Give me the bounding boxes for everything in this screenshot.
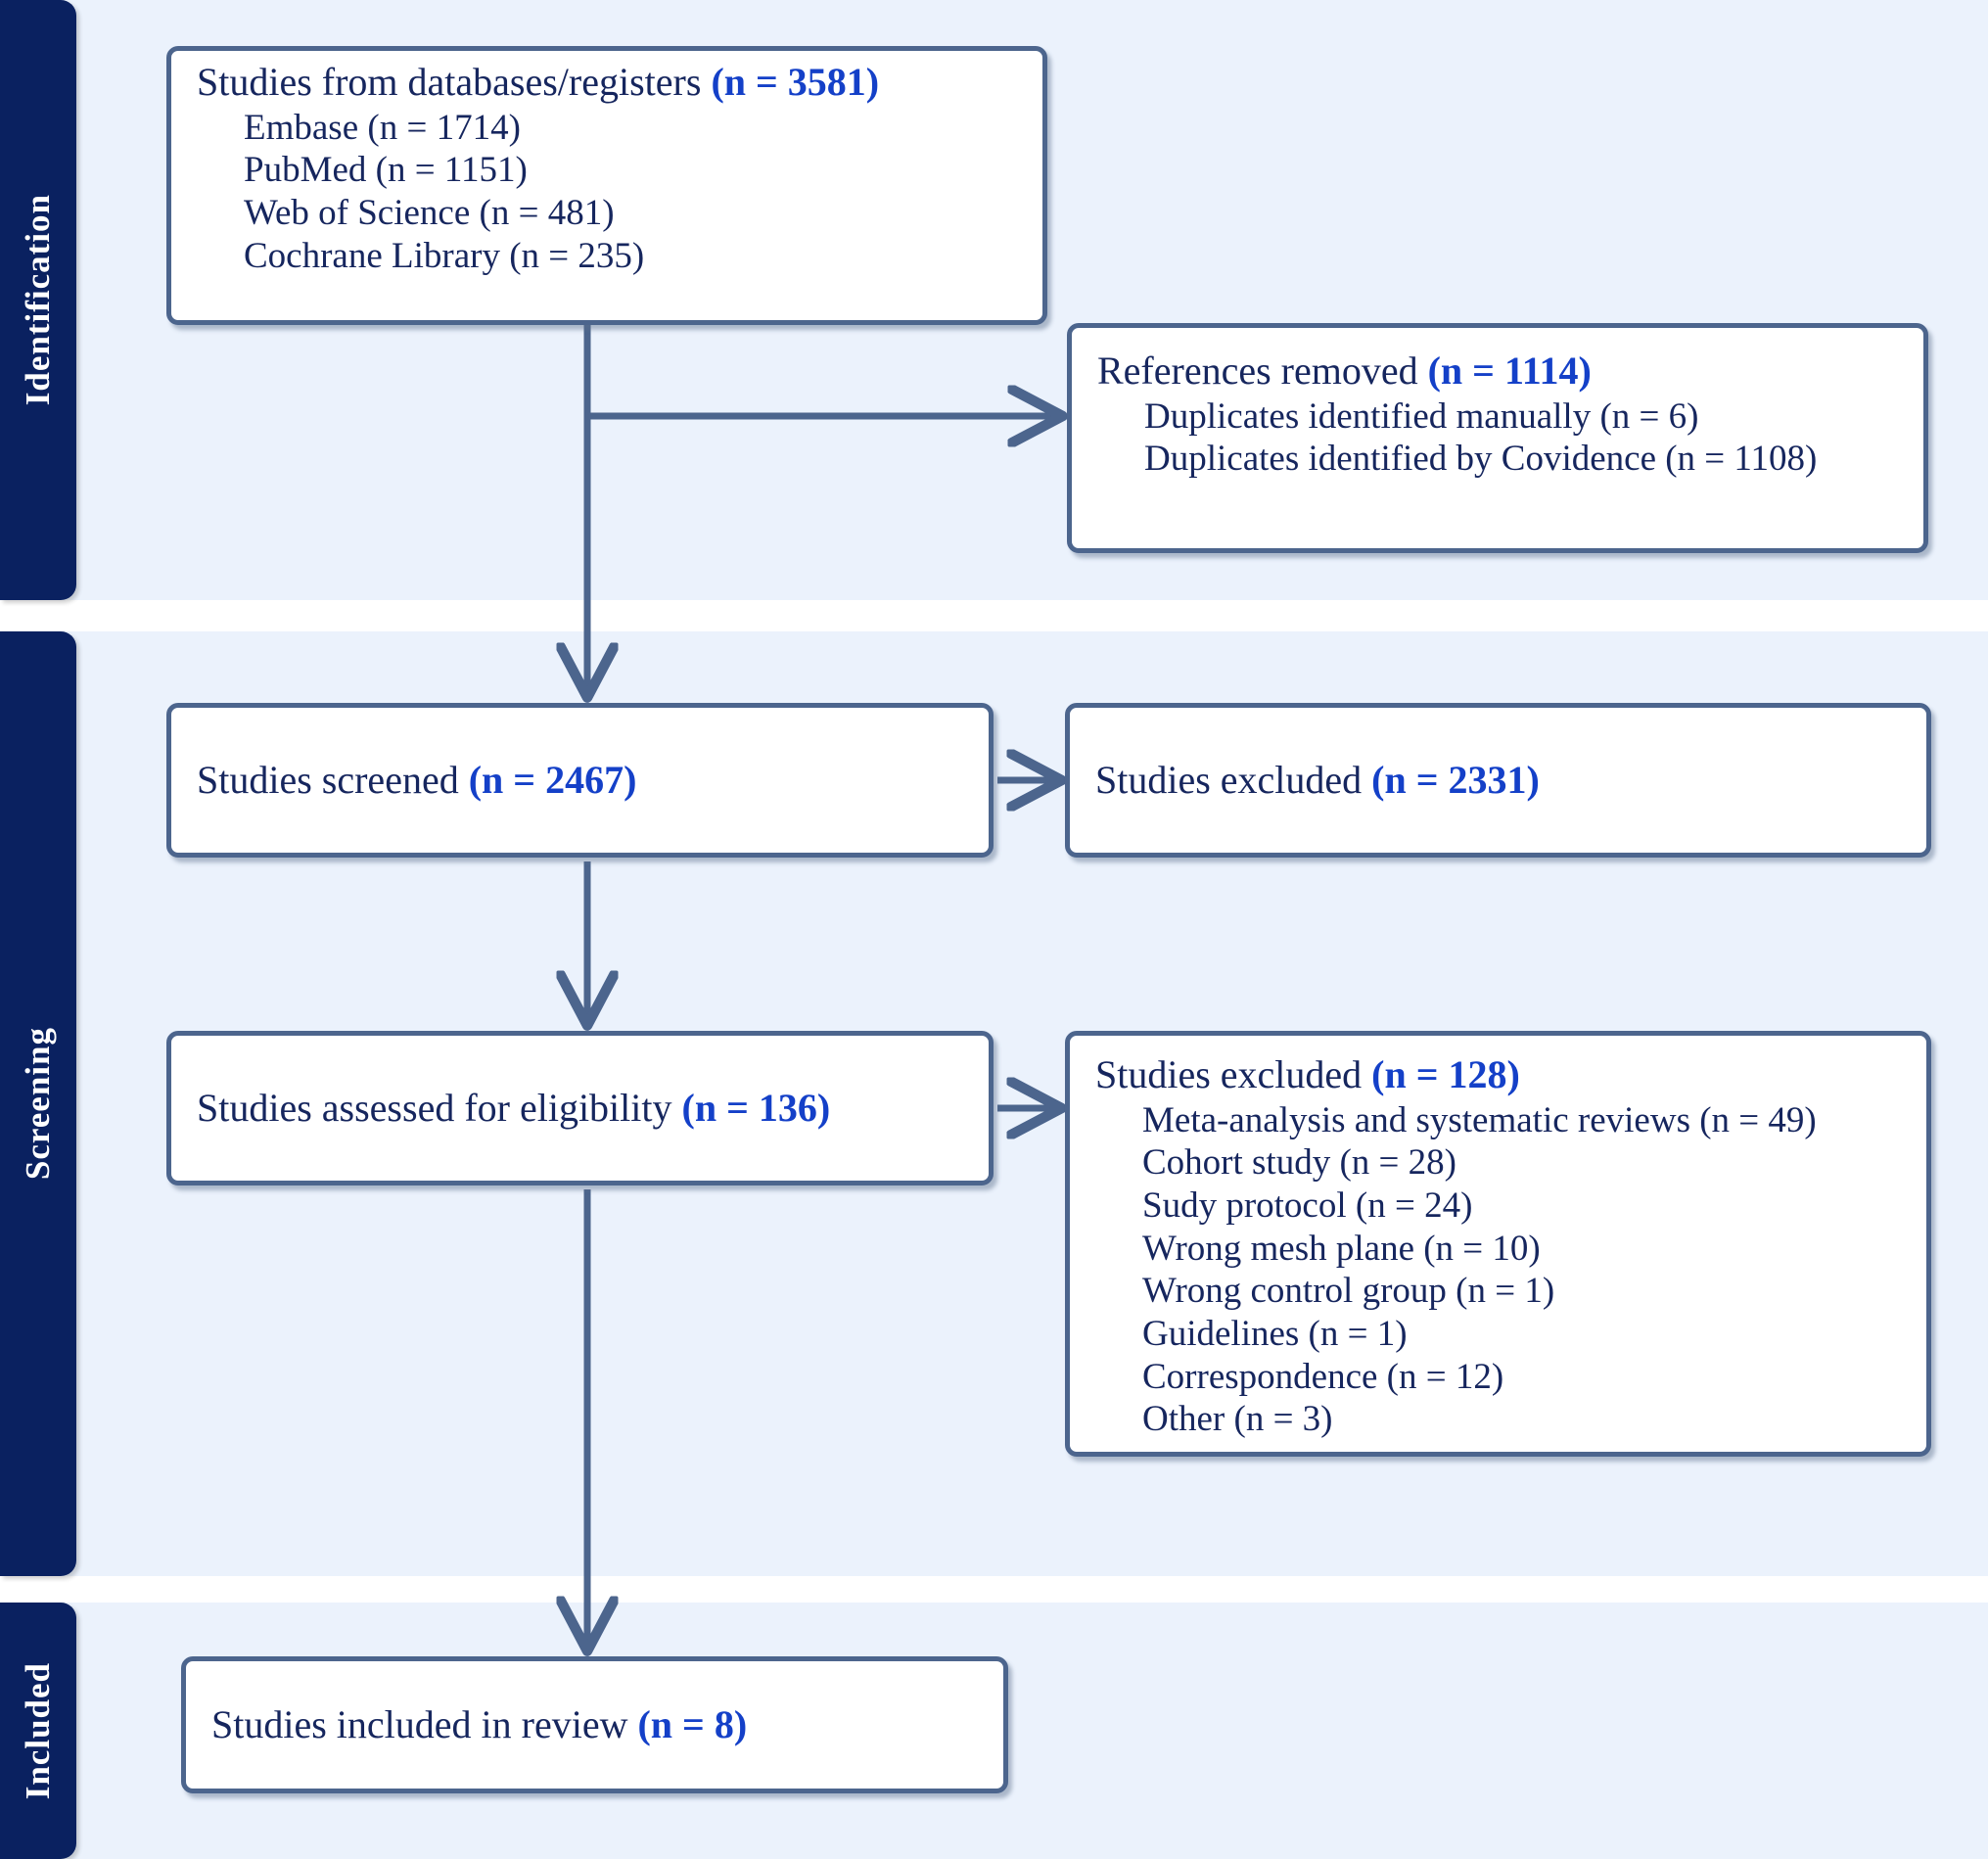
box-studies-from-databases-title: Studies from databases/registers (n = 35… — [171, 60, 1042, 105]
box-studies-excluded-screening: Studies excluded (n = 2331) — [1065, 703, 1931, 858]
list-item: Web of Science (n = 481) — [244, 193, 615, 234]
box-studies-excluded-eligibility: Studies excluded (n = 128) Meta-analysis… — [1065, 1031, 1931, 1457]
list-item: Wrong control group (n = 1) — [1142, 1271, 1555, 1312]
box-title-text: Studies from databases/registers — [197, 60, 712, 104]
box-title-count: (n = 2331) — [1371, 757, 1540, 802]
box-title-text: Studies included in review — [211, 1701, 638, 1746]
box-references-removed-title: References removed (n = 1114) — [1072, 349, 1923, 394]
list-item: Wrong mesh plane (n = 10) — [1142, 1228, 1541, 1269]
box-title-count: (n = 1114) — [1427, 349, 1592, 393]
list-item: Duplicates identified manually (n = 6) — [1144, 395, 1699, 437]
box-title-text: Studies assessed for eligibility — [197, 1085, 682, 1130]
list-item: Embase (n = 1714) — [244, 107, 521, 148]
box-references-removed-list: Duplicates identified manually (n = 6) D… — [1072, 395, 1923, 481]
box-title-text: Studies excluded — [1095, 757, 1372, 802]
list-item: Meta-analysis and systematic reviews (n … — [1142, 1099, 1817, 1140]
list-item: Sudy protocol (n = 24) — [1142, 1185, 1473, 1227]
box-studies-included-in-review-title: Studies included in review (n = 8) — [186, 1701, 1003, 1747]
box-studies-excluded-eligibility-title: Studies excluded (n = 128) — [1070, 1052, 1926, 1097]
box-title-text: Studies screened — [197, 757, 469, 802]
list-item: Other (n = 3) — [1142, 1399, 1333, 1440]
box-title-count: (n = 8) — [637, 1701, 748, 1746]
box-studies-included-in-review: Studies included in review (n = 8) — [181, 1656, 1008, 1793]
list-item: Cohort study (n = 28) — [1142, 1142, 1456, 1184]
section-tab-identification: Identification — [0, 0, 76, 600]
section-tab-screening: Screening — [0, 631, 76, 1576]
section-tab-identification-label: Identification — [19, 194, 57, 406]
list-item: Guidelines (n = 1) — [1142, 1314, 1408, 1355]
box-studies-screened: Studies screened (n = 2467) — [166, 703, 994, 858]
list-item: Cochrane Library (n = 235) — [244, 235, 645, 276]
box-title-count: (n = 3581) — [711, 60, 880, 104]
box-studies-assessed-for-eligibility-title: Studies assessed for eligibility (n = 13… — [171, 1085, 989, 1131]
box-references-removed: References removed (n = 1114) Duplicates… — [1067, 323, 1928, 553]
box-title-count: (n = 128) — [1371, 1052, 1520, 1096]
box-title-count: (n = 2467) — [468, 757, 637, 802]
box-studies-assessed-for-eligibility: Studies assessed for eligibility (n = 13… — [166, 1031, 994, 1185]
box-studies-excluded-eligibility-list: Meta-analysis and systematic reviews (n … — [1070, 1099, 1926, 1441]
box-studies-excluded-screening-title: Studies excluded (n = 2331) — [1070, 757, 1926, 803]
box-studies-screened-title: Studies screened (n = 2467) — [171, 757, 989, 803]
box-title-text: Studies excluded — [1095, 1052, 1372, 1096]
section-tab-included: Included — [0, 1603, 76, 1859]
section-tab-included-label: Included — [19, 1661, 57, 1800]
list-item: PubMed (n = 1151) — [244, 150, 528, 191]
box-title-count: (n = 136) — [681, 1085, 831, 1130]
box-studies-from-databases: Studies from databases/registers (n = 35… — [166, 46, 1047, 325]
list-item: Duplicates identified by Covidence (n = … — [1144, 439, 1818, 480]
box-title-text: References removed — [1097, 349, 1428, 393]
box-studies-from-databases-list: Embase (n = 1714) PubMed (n = 1151) Web … — [171, 107, 1042, 278]
section-tab-screening-label: Screening — [19, 1027, 57, 1181]
list-item: Correspondence (n = 12) — [1142, 1356, 1504, 1397]
